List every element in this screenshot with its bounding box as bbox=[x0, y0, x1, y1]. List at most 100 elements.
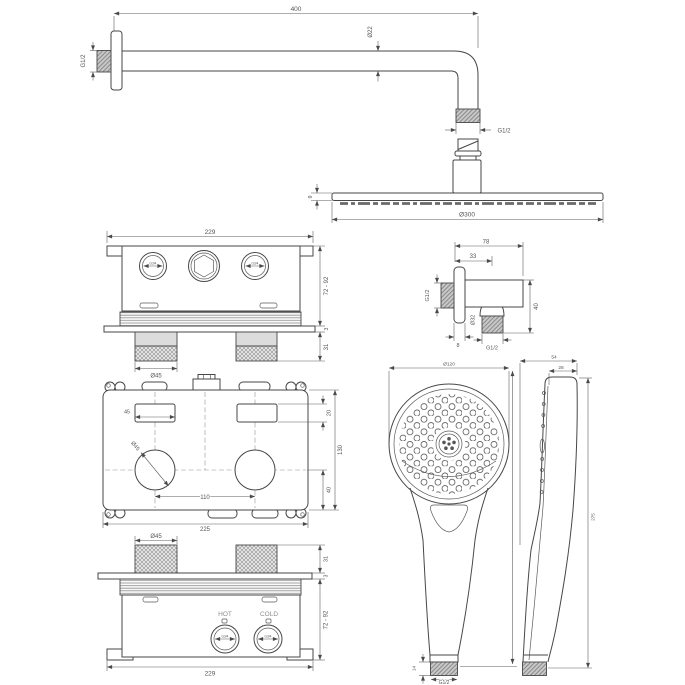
spindle-hex bbox=[194, 254, 214, 278]
dim-wall-connection: G1/2 bbox=[81, 54, 87, 68]
cold-port-label: G3/4 bbox=[265, 635, 272, 639]
dim-knob-diameter: Ø45 bbox=[150, 374, 162, 380]
hot-port-inner bbox=[213, 627, 237, 651]
wall-flange bbox=[110, 30, 123, 91]
valve-hole-right bbox=[234, 449, 276, 491]
dim-arm-length: 400 bbox=[291, 6, 302, 13]
dim-mixer-width: 229 bbox=[205, 229, 216, 236]
wall-plate bbox=[103, 325, 316, 333]
knob-left bbox=[134, 544, 178, 574]
hand-shower-front-view: Ø120 14 G1/2 bbox=[388, 361, 517, 685]
elbow-body bbox=[464, 279, 524, 308]
slot-left bbox=[134, 403, 176, 423]
overhead-shower-view: 400 G1/2 Ø22 G1/2 9 bbox=[80, 5, 604, 223]
slot-bottom-right bbox=[261, 596, 278, 603]
handle-thread bbox=[430, 661, 458, 676]
dim-head-diameter-hand: Ø120 bbox=[443, 362, 455, 368]
mode-button bbox=[430, 504, 468, 533]
shower-arm-outer bbox=[122, 50, 479, 109]
elbow-wall-thread bbox=[440, 282, 455, 309]
dim-outlet-connection: G1/2 bbox=[486, 346, 498, 352]
tile-stack-bottom bbox=[119, 578, 302, 596]
dim-elbow-body-depth: 33 bbox=[470, 254, 477, 260]
port-left-inner bbox=[142, 255, 164, 277]
dim-thread-length: 14 bbox=[412, 666, 417, 672]
dim-body-height: 130 bbox=[338, 444, 344, 455]
dim-head-thickness: 9 bbox=[308, 195, 314, 198]
center-spray-cluster bbox=[432, 427, 466, 461]
hot-label: HOT bbox=[218, 611, 232, 618]
cold-label: COLD bbox=[260, 611, 278, 618]
port-right-inner bbox=[244, 255, 266, 277]
elbow-flange bbox=[453, 266, 466, 324]
dim-built-in-depth-bottom: 72 - 92 bbox=[324, 610, 330, 629]
dim-body-width: 225 bbox=[200, 527, 211, 533]
port-left-label: G3/4 bbox=[150, 262, 157, 266]
dim-width-bottom: 229 bbox=[205, 671, 216, 678]
dim-head-connection: G1/2 bbox=[497, 129, 511, 135]
slot-bottom-left bbox=[142, 596, 159, 603]
knob-right-knurl bbox=[235, 345, 278, 362]
dim-knob-height-bottom: 31 bbox=[324, 556, 330, 562]
dim-knob-height: 31 bbox=[324, 343, 330, 350]
dim-arm-diameter: Ø22 bbox=[368, 26, 374, 38]
spindle-outer bbox=[188, 250, 220, 282]
dim-head-diameter: Ø300 bbox=[459, 212, 475, 219]
handle-left-edge bbox=[422, 539, 431, 656]
hand-shower-side-view: 54 28 275 bbox=[519, 354, 596, 676]
hand-shower-face-rim bbox=[393, 388, 505, 500]
handle-right-edge bbox=[457, 539, 476, 656]
face-lower-arc bbox=[401, 460, 497, 477]
knob-right-cap bbox=[235, 331, 278, 347]
slot-right bbox=[236, 403, 278, 423]
spindle-inner bbox=[190, 252, 218, 280]
dim-elbow-height: 40 bbox=[534, 303, 540, 310]
dim-plate-thickness-bottom: 3 bbox=[324, 574, 330, 577]
dim-elbow-wall-connection: G1/2 bbox=[425, 290, 431, 302]
mixer-body-view: 45 Ø45 110 225 20 130 40 bbox=[102, 374, 345, 534]
wall-plate-bottom bbox=[97, 572, 313, 580]
shower-head-plate bbox=[331, 192, 604, 201]
dim-elbow-total-depth: 78 bbox=[483, 240, 490, 246]
knob-left-knurl bbox=[134, 345, 178, 362]
tile-stack bbox=[119, 311, 302, 327]
dim-flange-thickness: 8 bbox=[456, 343, 459, 349]
elbow-outlet-thread bbox=[481, 315, 504, 334]
dim-built-in-depth: 72 - 92 bbox=[324, 276, 330, 295]
handle-end-cap bbox=[429, 654, 459, 663]
neck-right bbox=[474, 487, 489, 541]
dim-total-depth: 54 bbox=[551, 355, 557, 361]
knob-right bbox=[235, 544, 278, 574]
cold-marker bbox=[265, 618, 272, 624]
dim-hand-shower-length: 275 bbox=[591, 513, 596, 521]
side-top-cap bbox=[544, 376, 578, 385]
dim-hole-offset: 40 bbox=[327, 487, 333, 493]
hot-port-label: G3/4 bbox=[222, 635, 229, 639]
ball-joint bbox=[454, 138, 482, 161]
outlet-elbow-view: 78 33 G1/2 Ø32 40 8 G1/2 bbox=[424, 239, 541, 353]
wall-thread bbox=[96, 50, 112, 73]
dim-slot-width: 45 bbox=[124, 410, 130, 416]
dim-knob-diameter-bottom: Ø45 bbox=[150, 534, 162, 540]
side-nozzle-bumps bbox=[539, 391, 546, 494]
cold-port-inner bbox=[256, 627, 280, 651]
mixer-front-view: 229 G3/4 G3/4 Ø45 72 - 92 3 bbox=[103, 228, 331, 380]
top-connector bbox=[192, 374, 221, 391]
knob-left-cap bbox=[134, 331, 178, 347]
dim-handle-depth: 28 bbox=[558, 365, 564, 371]
head-connector bbox=[452, 159, 482, 194]
dim-slot-height: 20 bbox=[327, 410, 333, 416]
body-slot-left bbox=[139, 302, 159, 309]
dim-plate-thickness: 3 bbox=[324, 327, 330, 330]
dim-hole-spacing: 110 bbox=[200, 495, 210, 501]
hot-marker bbox=[221, 618, 228, 624]
dim-escutcheon-diameter: Ø32 bbox=[471, 315, 477, 325]
dim-hand-connection: G1/2 bbox=[439, 680, 450, 685]
body-slot-right bbox=[259, 302, 278, 309]
shower-arm-inner bbox=[122, 70, 459, 109]
side-back-edge bbox=[547, 383, 578, 663]
neck-left bbox=[409, 487, 424, 541]
side-thread bbox=[522, 661, 547, 676]
